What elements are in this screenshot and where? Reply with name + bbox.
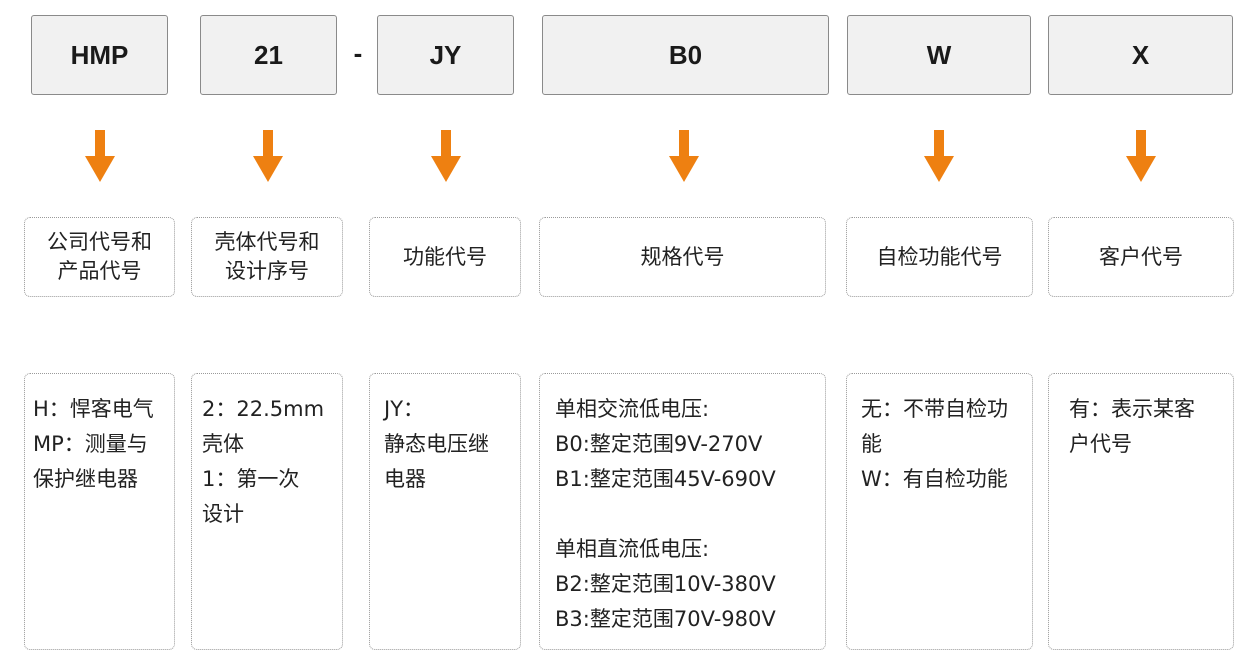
desc-line: 壳体 — [202, 432, 244, 456]
arrow-down-icon — [253, 130, 283, 182]
label-spec: 规格代号 — [539, 217, 826, 297]
arrow-down-icon — [924, 130, 954, 182]
code-box-x: X — [1048, 15, 1233, 95]
desc-line: B2:整定范围10V-380V — [555, 572, 776, 596]
desc-line: JY： — [384, 397, 425, 421]
desc-line: 有：表示某客 — [1069, 397, 1195, 421]
desc-customer: 有：表示某客 户代号 — [1048, 373, 1234, 650]
arrow-down-icon — [431, 130, 461, 182]
desc-line: 户代号 — [1069, 432, 1132, 456]
desc-line: 能 — [861, 432, 882, 456]
label-line: 自检功能代号 — [876, 244, 1003, 269]
desc-line: B0:整定范围9V-270V — [555, 432, 763, 456]
label-line: 规格代号 — [640, 244, 725, 269]
code-box-jy: JY — [377, 15, 514, 95]
label-line: 客户代号 — [1099, 244, 1183, 269]
desc-line: H：悍客电气 — [33, 397, 154, 421]
label-customer: 客户代号 — [1048, 217, 1234, 297]
arrow-down-icon — [85, 130, 115, 182]
arrow-down-icon — [669, 130, 699, 182]
label-line: 公司代号和 — [47, 230, 152, 254]
code-box-hmp: HMP — [31, 15, 168, 95]
label-line: 功能代号 — [403, 244, 487, 269]
desc-line: 保护继电器 — [33, 467, 138, 491]
desc-function: JY： 静态电压继 电器 — [369, 373, 521, 650]
desc-selfcheck: 无：不带自检功 能 W：有自检功能 — [846, 373, 1033, 650]
desc-line: 2：22.5mm — [202, 397, 325, 421]
desc-ac-title: 单相交流低电压: — [555, 397, 710, 421]
spacer — [555, 497, 825, 532]
code-box-b0: B0 — [542, 15, 829, 95]
label-selfcheck: 自检功能代号 — [846, 217, 1033, 297]
label-line: 设计序号 — [225, 259, 309, 283]
desc-line: B1:整定范围45V-690V — [555, 467, 776, 491]
code-box-21: 21 — [200, 15, 337, 95]
arrow-down-icon — [1126, 130, 1156, 182]
label-line: 产品代号 — [57, 259, 142, 283]
label-function: 功能代号 — [369, 217, 521, 297]
desc-line: 设计 — [202, 502, 244, 526]
desc-line: 静态电压继 — [384, 432, 489, 456]
desc-line: 电器 — [384, 467, 426, 491]
code-box-w: W — [847, 15, 1031, 95]
desc-spec: 单相交流低电压: B0:整定范围9V-270V B1:整定范围45V-690V … — [539, 373, 826, 650]
code-separator-dash: - — [353, 38, 363, 68]
label-company-product: 公司代号和 产品代号 — [24, 217, 175, 297]
desc-line: MP：测量与 — [33, 432, 148, 456]
desc-line: W：有自检功能 — [861, 467, 1008, 491]
desc-housing-design: 2：22.5mm 壳体 1：第一次 设计 — [191, 373, 343, 650]
desc-company-product: H：悍客电气 MP：测量与 保护继电器 — [24, 373, 175, 650]
label-line: 壳体代号和 — [214, 230, 320, 254]
desc-dc-title: 单相直流低电压: — [555, 537, 710, 561]
desc-line: B3:整定范围70V-980V — [555, 607, 776, 631]
desc-line: 无：不带自检功 — [861, 397, 1008, 421]
desc-line: 1：第一次 — [202, 467, 300, 491]
label-housing-design: 壳体代号和 设计序号 — [191, 217, 343, 297]
